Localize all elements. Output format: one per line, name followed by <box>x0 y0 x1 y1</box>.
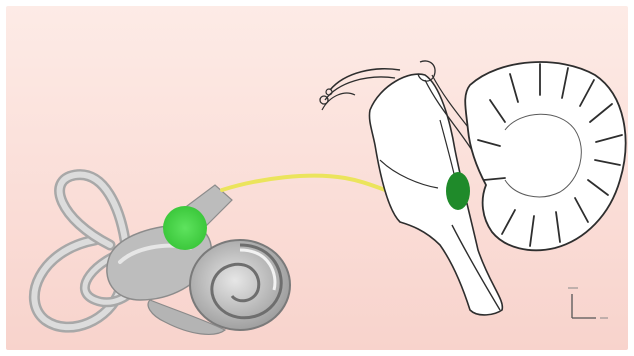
vestibular-nucleus <box>446 172 470 210</box>
vestibular-ganglion <box>163 206 207 250</box>
cochlea <box>190 240 290 330</box>
